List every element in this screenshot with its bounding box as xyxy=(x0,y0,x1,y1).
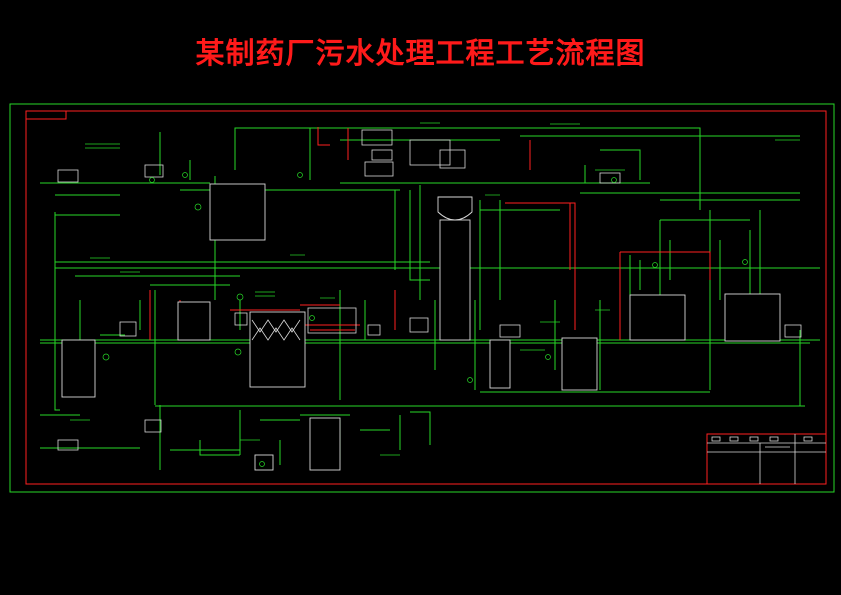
hydrolysis-tank xyxy=(177,301,211,341)
main-pipelines xyxy=(40,127,820,470)
equipment xyxy=(57,129,802,471)
corner-tag xyxy=(25,110,67,120)
sludge-tank xyxy=(309,417,341,471)
contact-oxidation-tank xyxy=(249,311,306,388)
title-block xyxy=(706,433,827,485)
sedimentation-tank-a xyxy=(489,339,511,389)
instrument-ticks xyxy=(70,122,800,456)
inner-border xyxy=(25,110,827,485)
tower-body xyxy=(439,219,471,341)
regulating-tank xyxy=(209,183,266,241)
pumps-and-valves xyxy=(102,172,748,467)
red-pipelines xyxy=(89,127,711,380)
aeration-tank-1 xyxy=(629,294,686,341)
page-title: 某制药厂污水处理工程工艺流程图 xyxy=(195,36,646,70)
sedimentation-tank-b xyxy=(561,337,598,391)
collection-well xyxy=(61,339,96,398)
tower-top xyxy=(437,196,473,221)
outer-border xyxy=(9,103,835,493)
aeration-tank-2 xyxy=(724,293,781,342)
